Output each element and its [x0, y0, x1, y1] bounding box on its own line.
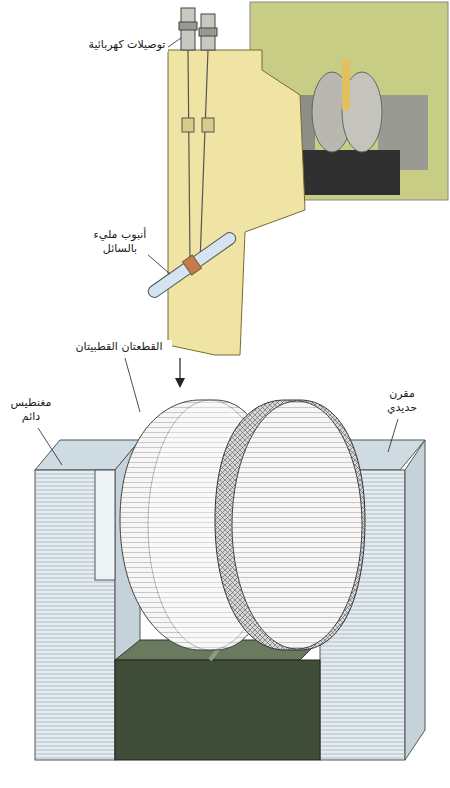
part-label: مقرن حديدي [376, 387, 428, 415]
part-label: توصيلات كهربائية [86, 38, 168, 52]
part-label: مغنطيس دائم [6, 396, 56, 424]
part-label: أنبوب مليء بالسائل [92, 228, 148, 256]
part-label: القطعتان القطبيتان [66, 340, 172, 354]
